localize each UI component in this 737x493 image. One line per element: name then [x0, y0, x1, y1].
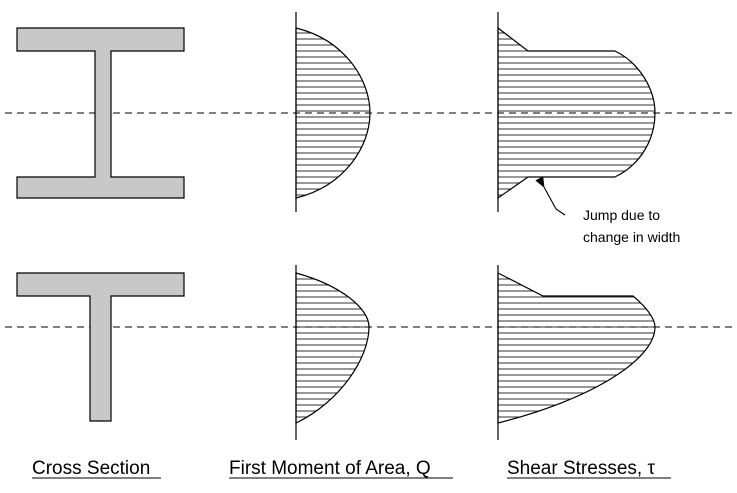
i-beam-row: Jump due to change in width [5, 12, 732, 245]
shear-diagram-shape [497, 272, 656, 424]
i-beam-cross-section [16, 27, 185, 199]
label-first-moment: First Moment of Area, Q [229, 458, 431, 479]
jump-annotation-line1: Jump due to [583, 207, 660, 223]
jump-annotation-line2: change in width [583, 229, 680, 245]
label-cross-section: Cross Section [32, 458, 150, 479]
jump-annotation-arrow [535, 176, 566, 216]
q-diagram-parabola [295, 272, 370, 424]
label-shear-stresses: Shear Stresses, τ [507, 458, 655, 479]
t-beam-cross-section [16, 272, 185, 422]
column-labels: Cross Section First Moment of Area, Q Sh… [32, 458, 671, 479]
q-diagram-parabola [295, 27, 371, 199]
t-beam-row [5, 265, 732, 440]
shear-diagram-shape [497, 26, 656, 200]
